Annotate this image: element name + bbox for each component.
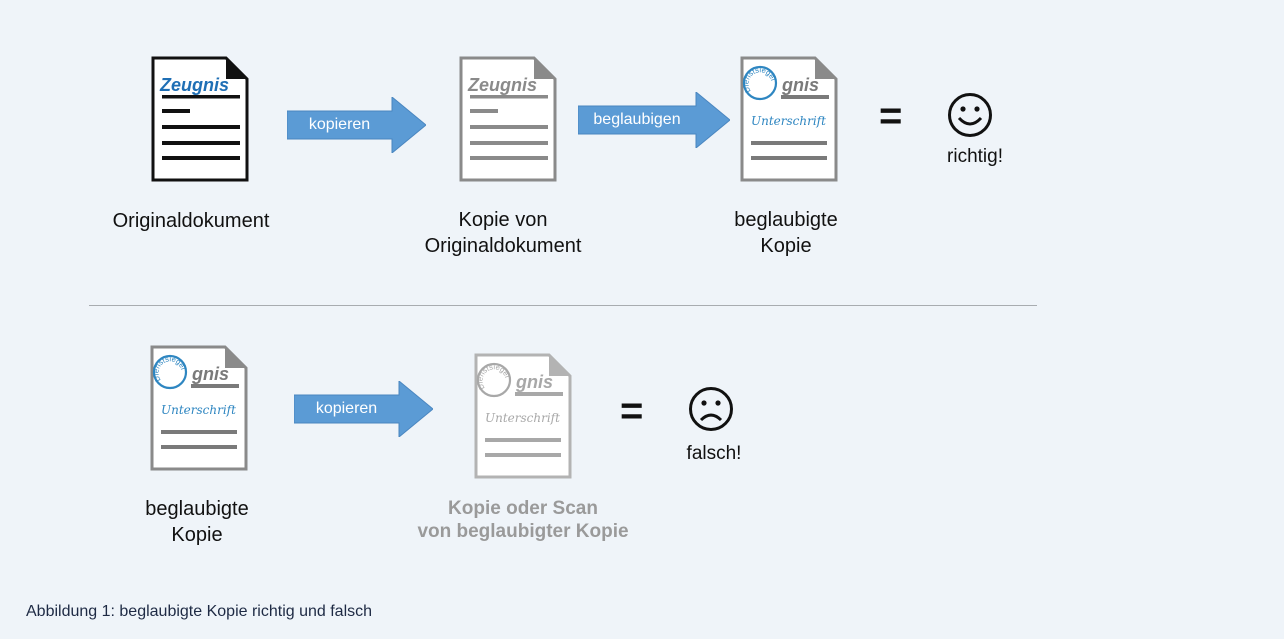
result-wrong: falsch! [686,443,742,464]
copy-arrow: kopieren [293,379,434,439]
equals-sign: = [879,94,903,138]
document-title: Zeugnis [467,75,537,95]
result-correct: richtig! [947,146,1003,167]
divider [89,305,1037,306]
document-title: Zeugnis [159,75,229,95]
signature: Unterschrift [485,411,560,425]
certified-label-line2: Kopie [171,524,223,546]
signature: Unterschrift [751,114,826,128]
copy-document-icon: Zeugnis [458,55,558,183]
certified-label-line2: Kopie [760,235,812,257]
equals-sign: = [620,389,644,433]
certified-label-line1: beglaubigte [734,209,838,231]
arrow-shape [577,90,731,150]
document-title: gnis [781,75,819,95]
frown-icon [689,387,733,431]
seal-icon [152,354,188,390]
smiley-icon [948,93,992,137]
copy-label-line1: Kopie von [458,209,548,231]
copy-label-line2: Originaldokument [424,235,582,257]
certified-label-line1: beglaubigte [145,498,249,520]
certify-arrow: beglaubigen [577,90,731,150]
signature: Unterschrift [161,403,236,417]
scan-label-line1: Kopie oder Scan [448,498,598,519]
original-document-icon: Zeugnis [150,55,250,183]
document-title: gnis [515,372,553,392]
original-label-text: Originaldokument [112,210,270,232]
original-label: Originaldokument [113,208,270,234]
arrow-shape [293,379,434,439]
arrow-label: kopieren [315,400,378,417]
seal-icon [742,65,778,101]
copy-arrow: kopieren [286,95,427,155]
seal-icon [476,362,512,398]
arrow-label: beglaubigen [593,111,681,128]
figure-caption: Abbildung 1: beglaubigte Kopie richtig u… [26,603,373,620]
document-title: gnis [191,364,229,384]
arrow-shape [286,95,427,155]
scan-label-line2: von beglaubigter Kopie [417,521,629,542]
arrow-label: kopieren [308,116,371,133]
